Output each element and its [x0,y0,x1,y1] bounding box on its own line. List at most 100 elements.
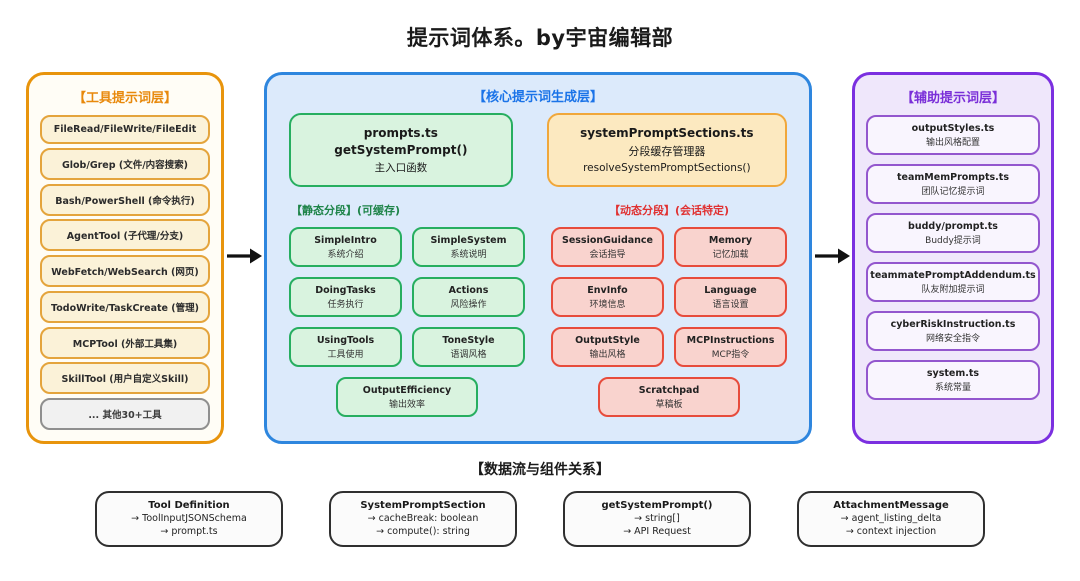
aux-item-desc: 队友附加提示词 [921,285,985,295]
static-chip-doingtasks: DoingTasks 任务执行 [289,277,402,317]
aux-item-name: outputStyles.ts [911,123,995,134]
chip-desc: 语调风格 [450,350,487,360]
aux-item-name: teammatePromptAddendum.ts [870,270,1036,281]
static-chip-tonestyle: ToneStyle 语调风格 [412,327,525,367]
arrow-right-icon [227,248,262,264]
flow-card-line: → context injection [845,526,937,537]
aux-item-name: buddy/prompt.ts [908,221,998,232]
dynamic-section: 【动态分段】(会话特定) SessionGuidance 会话指导 Memory… [551,200,787,429]
chip-name: DoingTasks [315,285,376,296]
aux-item-outputstyles: outputStyles.ts 输出风格配置 [866,115,1040,155]
core-layer-title: 【核心提示词生成层】 [472,90,603,105]
chip-desc: MCP指令 [711,350,750,360]
arrow-tools-to-core [225,246,263,270]
aux-item-buddyprompt: buddy/prompt.ts Buddy提示词 [866,213,1040,253]
chip-desc: 会话指导 [589,250,626,260]
entry-function-box: prompts.ts getSystemPrompt() 主入口函数 [289,113,513,187]
flow-card-line: → string[] [634,513,680,524]
flow-card-line: → cacheBreak: boolean [367,513,479,524]
manager-box-file: systemPromptSections.ts [580,126,754,140]
dynamic-chip-language: Language 语言设置 [674,277,787,317]
chip-name: ToneStyle [442,335,495,346]
static-chip-actions: Actions 风险操作 [412,277,525,317]
tool-item-webfetch: WebFetch/WebSearch (网页) [40,255,210,287]
aux-item-desc: 网络安全指令 [925,334,980,344]
chip-desc: 输出风格 [589,350,626,360]
chip-desc: 环境信息 [589,300,626,310]
aux-item-desc: 系统常量 [934,383,971,393]
flow-card-line: → agent_listing_delta [840,513,942,524]
static-chip-usingtools: UsingTools 工具使用 [289,327,402,367]
dynamic-chip-sessionguidance: SessionGuidance 会话指导 [551,227,664,267]
diagram-main-row: 【工具提示词层】 FileRead/FileWrite/FileEdit Glo… [0,72,1080,444]
dynamic-chip-memory: Memory 记忆加载 [674,227,787,267]
entry-box-file: prompts.ts [363,126,438,140]
chip-name: MCPInstructions [686,335,775,346]
tool-layer-panel: 【工具提示词层】 FileRead/FileWrite/FileEdit Glo… [26,72,224,444]
chip-desc: 语言设置 [712,300,749,310]
aux-item-teammemprompts: teamMemPrompts.ts 团队记忆提示词 [866,164,1040,204]
flow-section-title: 【数据流与组件关系】 [470,462,610,478]
tool-item-agenttool: AgentTool (子代理/分支) [40,219,210,252]
tool-item-todowrite: TodoWrite/TaskCreate (管理) [40,290,210,323]
aux-item-desc: Buddy提示词 [925,236,981,246]
aux-layer-panel: 【辅助提示词层】 outputStyles.ts 输出风格配置 teamMemP… [852,72,1054,444]
chip-name: UsingTools [316,335,375,346]
chip-name: SimpleSystem [430,235,507,246]
chip-name: SimpleIntro [314,235,377,246]
flow-card-line: → compute(): string [376,526,470,537]
aux-item-name: system.ts [926,368,980,379]
flow-card-systempromptsection: SystemPromptSection → cacheBreak: boolea… [329,491,517,547]
flow-cards-row: Tool Definition → ToolInputJSONSchema → … [0,491,1080,547]
manager-box-desc: 分段缓存管理器 [628,145,706,158]
tool-item-skilltool: SkillTool (用户自定义Skill) [40,362,210,395]
entry-box-function: getSystemPrompt() [334,143,468,157]
tool-item-more: ... 其他30+工具 [40,398,210,430]
static-section-label: 【静态分段】(可缓存) [291,204,401,217]
flow-card-getsystemprompt: getSystemPrompt() → string[] → API Reque… [563,491,751,547]
tool-list: FileRead/FileWrite/FileEdit Glob/Grep (文… [40,115,210,430]
chip-desc: 草稿板 [655,400,683,410]
chip-desc: 风险操作 [450,300,487,310]
flow-card-line: AttachmentMessage [833,500,949,511]
tool-item-fileread: FileRead/FileWrite/FileEdit [40,115,210,144]
dynamic-chip-envinfo: EnvInfo 环境信息 [551,277,664,317]
core-layer-panel: 【核心提示词生成层】 prompts.ts getSystemPrompt() … [264,72,812,444]
aux-item-name: teamMemPrompts.ts [897,172,1009,183]
flow-card-attachmentmessage: AttachmentMessage → agent_listing_delta … [797,491,985,547]
aux-item-system: system.ts 系统常量 [866,360,1040,400]
aux-layer-title: 【辅助提示词层】 [900,91,1005,106]
chip-desc: 任务执行 [327,300,364,310]
arrow-core-to-aux [813,246,851,270]
tool-item-mcptool: MCPTool (外部工具集) [40,326,210,359]
entry-box-desc: 主入口函数 [374,162,428,174]
dynamic-section-label: 【动态分段】(会话特定) [608,204,730,217]
chip-desc: 记忆加载 [712,250,749,260]
aux-item-desc: 团队记忆提示词 [921,187,985,197]
tool-item-bash: Bash/PowerShell (命令执行) [40,183,210,216]
static-chip-simpleintro: SimpleIntro 系统介绍 [289,227,402,267]
tool-layer-title: 【工具提示词层】 [72,91,177,106]
static-chip-grid: SimpleIntro 系统介绍 SimpleSystem 系统说明 Doing… [289,227,525,417]
static-chip-simplesystem: SimpleSystem 系统说明 [412,227,525,267]
aux-item-desc: 输出风格配置 [925,138,980,148]
chip-name: OutputEfficiency [362,385,452,396]
aux-item-name: cyberRiskInstruction.ts [890,319,1016,330]
core-sections-row: 【静态分段】(可缓存) SimpleIntro 系统介绍 SimpleSyste… [285,200,791,429]
chip-name: Scratchpad [638,385,700,396]
dynamic-chip-grid: SessionGuidance 会话指导 Memory 记忆加载 EnvInfo… [551,227,787,417]
page-title: 提示词体系。by宇宙编辑部 [406,26,674,50]
chip-name: EnvInfo [587,285,628,296]
arrow-right-icon [815,248,850,264]
chip-desc: 系统介绍 [327,250,364,260]
chip-name: Actions [448,285,489,296]
chip-name: Memory [708,235,753,246]
dynamic-chip-mcpinstructions: MCPInstructions MCP指令 [674,327,787,367]
static-chip-outputefficiency: OutputEfficiency 输出效率 [336,377,478,417]
chip-desc: 工具使用 [327,350,364,360]
flow-card-line: SystemPromptSection [360,500,486,511]
flow-card-line: → API Request [623,526,691,537]
manager-box-function: resolveSystemPromptSections() [583,162,751,174]
dynamic-chip-outputstyle: OutputStyle 输出风格 [551,327,664,367]
aux-item-cyberrisk: cyberRiskInstruction.ts 网络安全指令 [866,311,1040,351]
